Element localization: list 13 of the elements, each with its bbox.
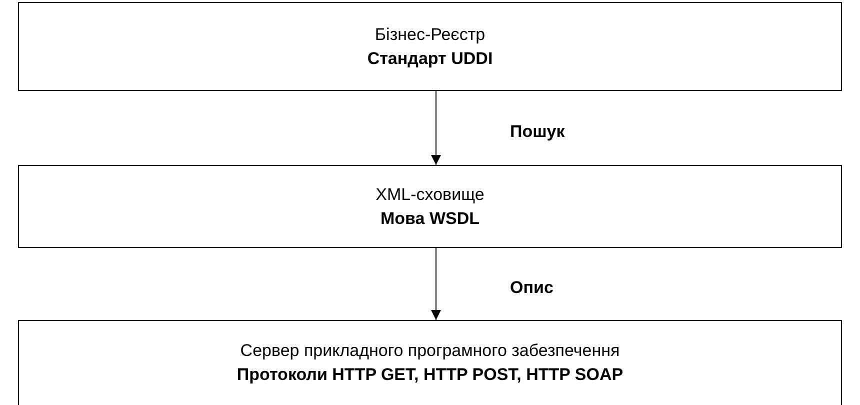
box-subtitle: Протоколи HTTP GET, HTTP POST, HTTP SOAP (236, 365, 624, 385)
box-title: XML-сховище (376, 184, 484, 204)
edge-label: Опис (510, 278, 554, 298)
process-box (18, 165, 842, 248)
edge-label: Пошук (510, 122, 565, 142)
arrow (431, 90, 441, 166)
box-title: Бізнес-Реєстр (374, 24, 486, 44)
box-subtitle: Мова WSDL (380, 208, 480, 228)
process-box (18, 2, 842, 91)
box-subtitle: Стандарт UDDI (367, 48, 493, 68)
arrow (431, 248, 441, 320)
box-title: Сервер прикладного програмного забезпечення (240, 341, 620, 361)
process-box (18, 320, 842, 405)
